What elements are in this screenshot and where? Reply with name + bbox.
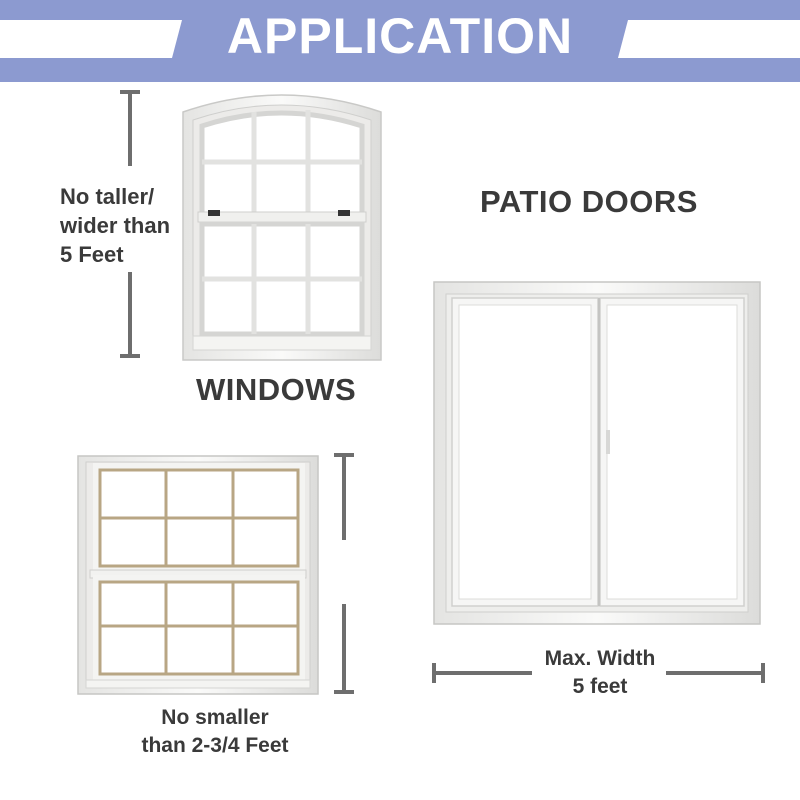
dimension-line-3: 5 Feet <box>60 242 124 267</box>
patio-door-width-line <box>432 663 765 683</box>
patio-door-illustration <box>433 281 761 625</box>
door-handle <box>606 430 610 454</box>
caption-line-1: Max. Width <box>544 647 656 670</box>
lower-window-illustration <box>77 455 319 695</box>
dimension-line-2: wider than <box>60 213 171 238</box>
dimension-line-1: No taller/ <box>60 184 155 209</box>
lower-window-dimension-line <box>334 453 354 694</box>
banner-right-stripe <box>618 20 800 58</box>
patio-door-width-caption: Max. Width 5 feet <box>520 645 680 701</box>
upper-window-dimension-line <box>120 90 140 358</box>
application-banner <box>0 0 800 82</box>
upper-window-dimension-text: No taller/ wider than 5 Feet <box>60 182 190 269</box>
banner-title: APPLICATION <box>226 8 574 64</box>
caption-line-2: 5 feet <box>572 675 628 698</box>
windows-heading: WINDOWS <box>196 372 357 407</box>
caption-line-1: No smaller <box>161 706 269 729</box>
banner-left-stripe <box>0 20 182 58</box>
lower-window-caption: No smaller than 2-3/4 Feet <box>110 704 320 760</box>
arched-window-illustration <box>182 94 382 361</box>
caption-line-2: than 2-3/4 Feet <box>141 734 289 757</box>
patio-doors-heading: PATIO DOORS <box>480 184 698 219</box>
